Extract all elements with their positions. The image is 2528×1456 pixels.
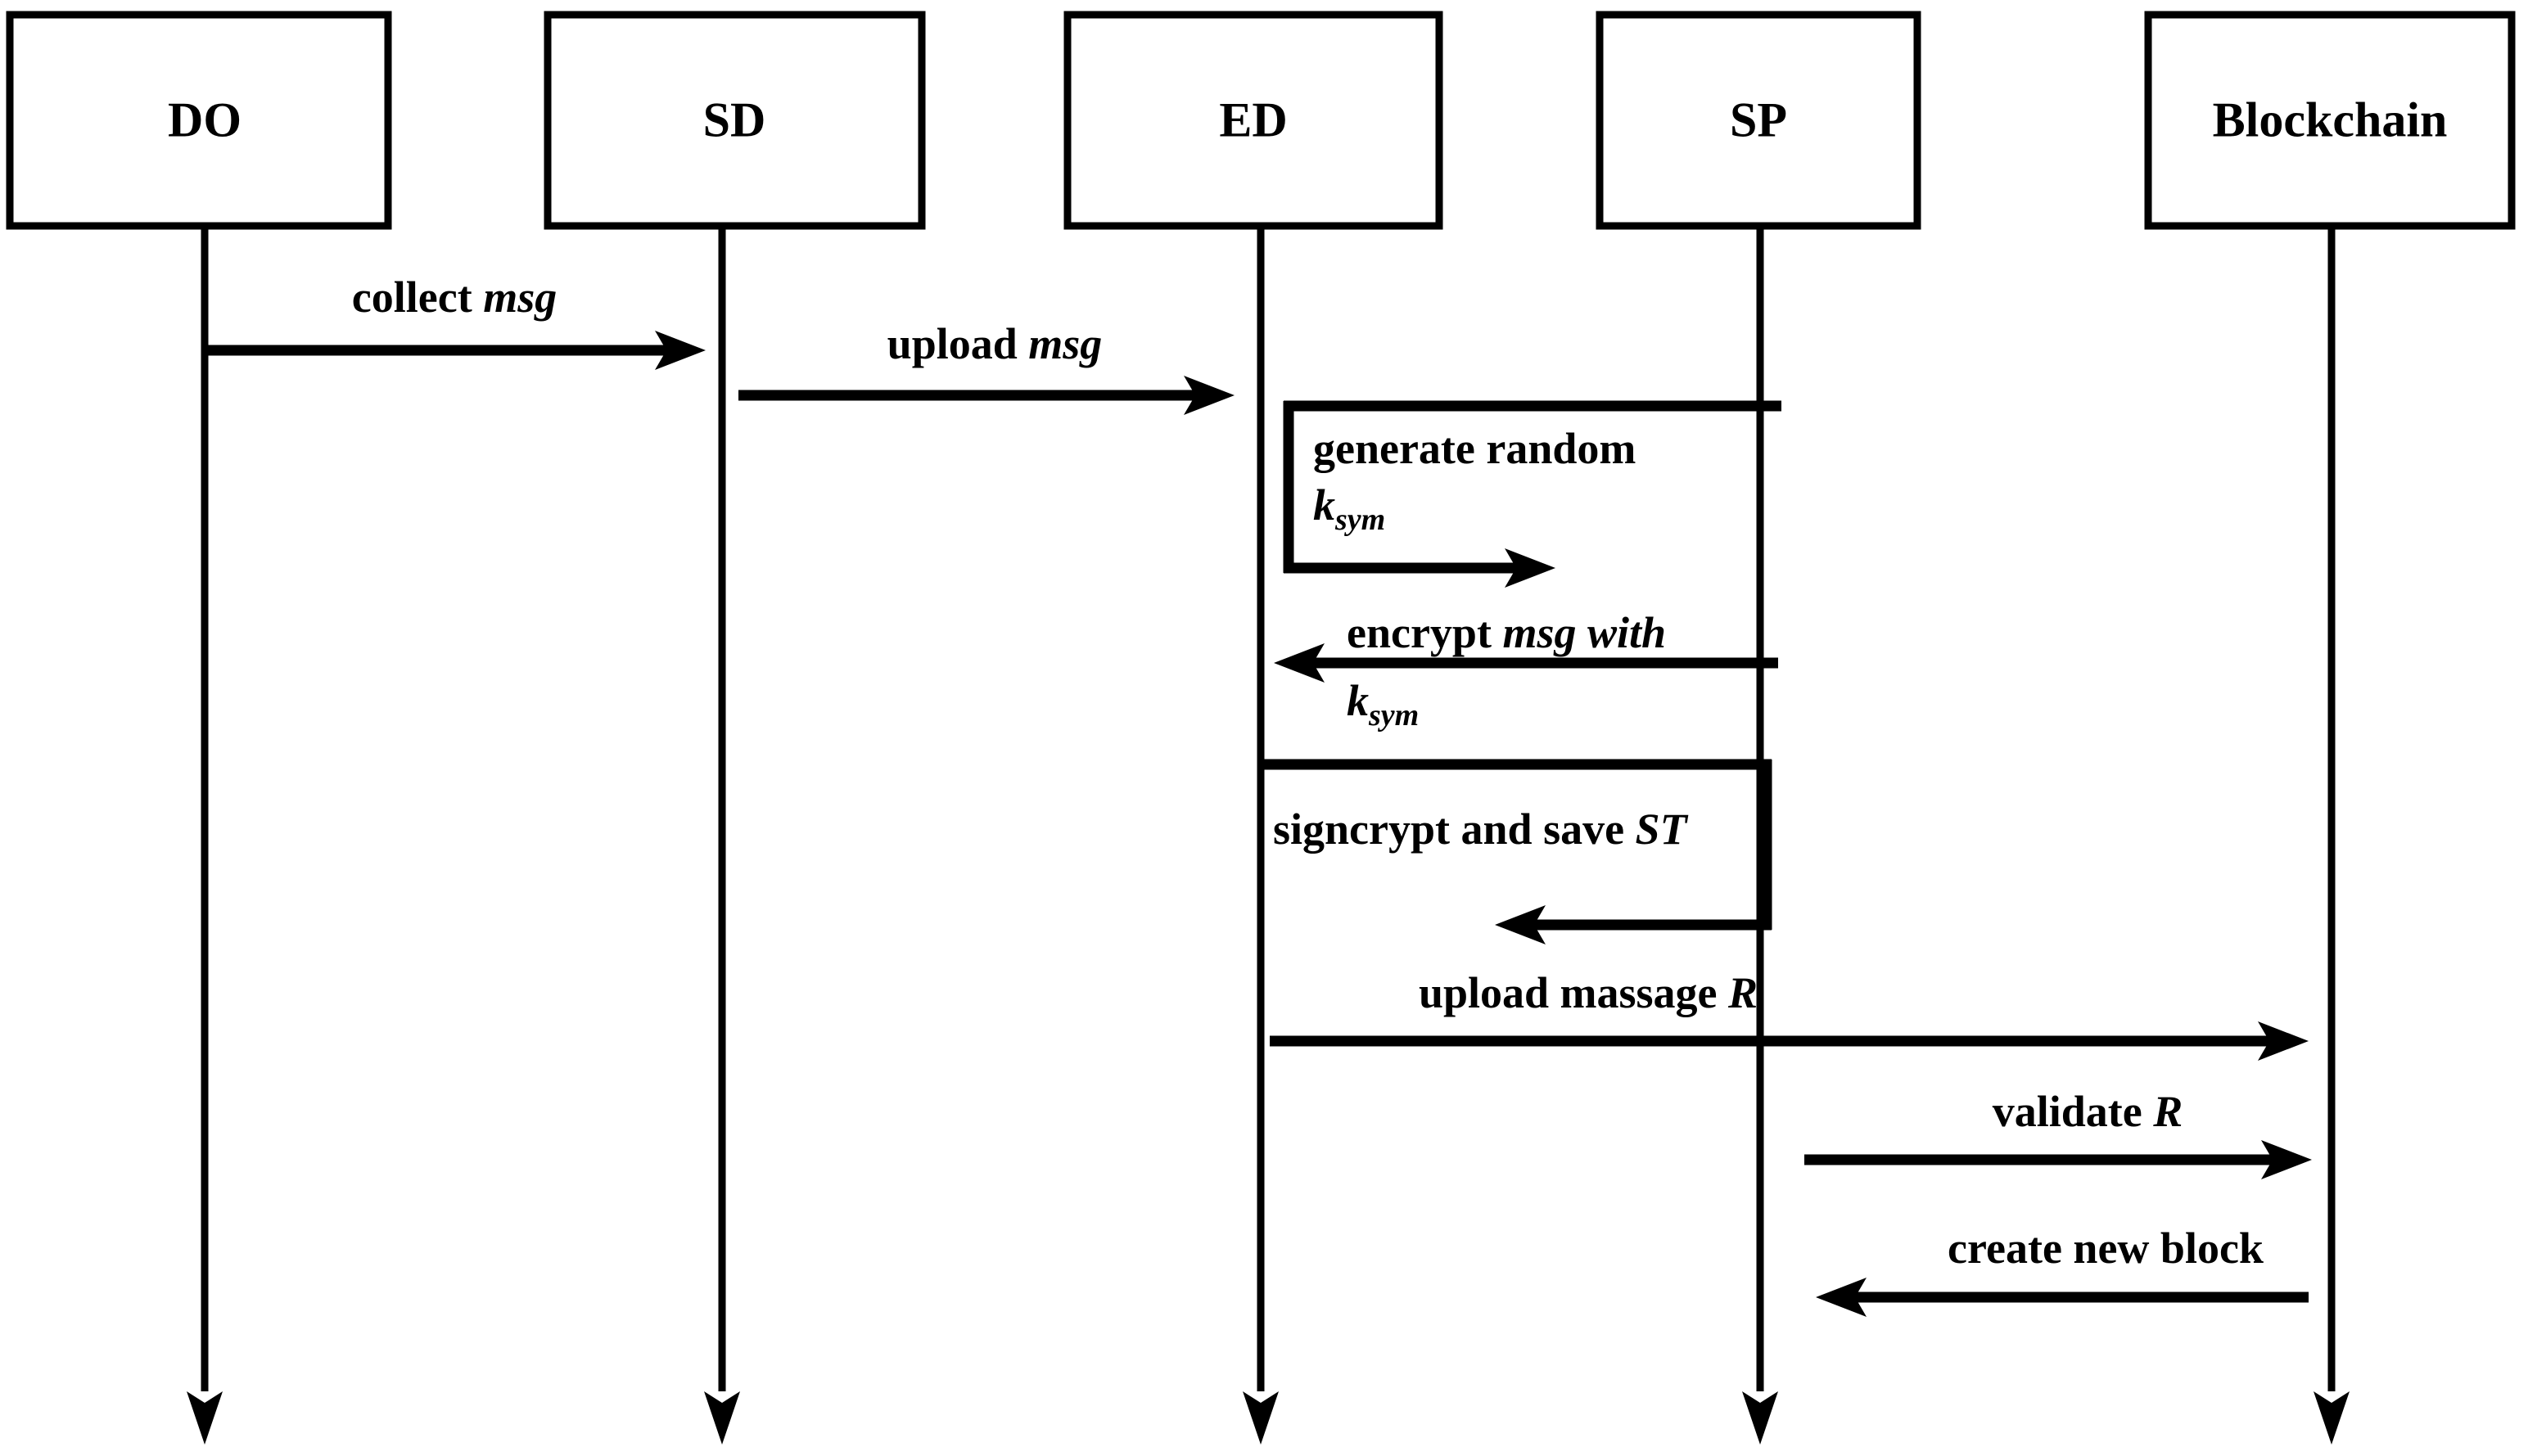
message-arrow-collect-msg[interactable] — [206, 331, 706, 370]
message-label-signcrypt-and-save-st: signcrypt and save ST — [1273, 805, 1687, 854]
actor-label-do: DO — [168, 92, 242, 147]
message-label-generate-random-ksym-line1: generate random — [1313, 424, 1636, 473]
lifeline-sd — [704, 226, 740, 1445]
message-label-upload-massage-r: upload massage R — [1418, 968, 1758, 1017]
lifeline-sp — [1742, 226, 1778, 1445]
actor-label-ed: ED — [1219, 92, 1288, 147]
message-self-signcrypt-and-save-st[interactable] — [1261, 759, 1772, 944]
message-label-encrypt-msg-with-ksym: encrypt msg with — [1347, 610, 1666, 656]
lifeline-do — [187, 226, 223, 1445]
message-label-generate-random-ksym: generate random ksym — [1313, 426, 1636, 536]
message-label-collect-msg: collect msg — [351, 273, 558, 322]
message-arrow-create-new-block[interactable] — [1816, 1278, 2309, 1317]
message-arrow-upload-massage-r[interactable] — [1270, 1021, 2309, 1061]
message-label-create-new-block: create new block — [1948, 1224, 2264, 1273]
message-self-generate-random-ksym[interactable] — [1283, 400, 1781, 588]
actor-box-do[interactable] — [6, 11, 392, 230]
message-label-encrypt-msg-with-ksym-sub: ksym — [1347, 676, 1420, 733]
actor-box-ed[interactable] — [1063, 11, 1443, 230]
message-arrow-validate-r[interactable] — [1804, 1140, 2312, 1179]
message-arrow-upload-msg[interactable] — [738, 376, 1235, 415]
actor-label-sd: SD — [702, 92, 766, 147]
message-label-encrypt-msg-with-ksym-line1: encrypt msg with — [1347, 608, 1667, 657]
actor-label-blockchain: Blockchain — [2212, 92, 2448, 147]
actor-label-sp: SP — [1729, 92, 1788, 147]
actor-box-sp[interactable] — [1596, 11, 1921, 230]
message-label-validate-r: validate R — [1992, 1087, 2183, 1136]
message-label-generate-random-ksym-line2: ksym — [1313, 480, 1386, 537]
message-arrow-encrypt-msg-with-ksym[interactable] — [1274, 643, 1778, 683]
lifeline-ed — [1243, 226, 1279, 1445]
lifeline-blockchain — [2314, 226, 2350, 1445]
actor-box-sd[interactable] — [544, 11, 926, 230]
message-label-upload-msg: upload msg — [887, 319, 1103, 368]
